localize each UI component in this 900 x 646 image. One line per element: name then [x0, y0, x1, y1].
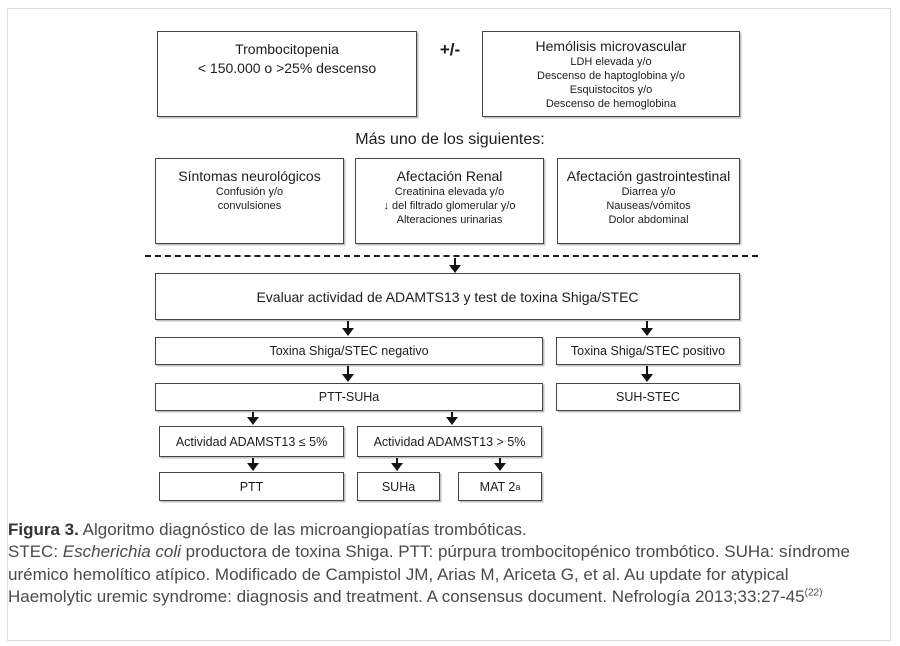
box-gastrointestinal-involvement: Afectación gastrointestinal Diarrea y/o …	[557, 158, 740, 244]
figure-frame	[7, 8, 891, 641]
box-line: Alteraciones urinarias	[396, 214, 503, 226]
flow-arrow-down-icon	[641, 321, 653, 336]
box-line: ↓ del filtrado glomerular y/o	[383, 200, 516, 212]
box-ptt-suha: PTT-SUHa	[155, 383, 543, 411]
box-line: < 150.000 o >25% descenso	[197, 60, 377, 76]
caption-desc-italic: Escherichia coli	[62, 542, 181, 562]
box-line: convulsiones	[217, 200, 282, 212]
box-title: Hemólisis microvascular	[535, 38, 687, 54]
figure-caption: Figura 3. Algoritmo diagnóstico de las m…	[8, 519, 853, 609]
flow-arrow-down-icon	[247, 412, 259, 425]
box-suh-stec: SUH-STEC	[556, 383, 740, 411]
flow-arrow-down-icon	[247, 458, 259, 471]
box-renal-involvement: Afectación Renal Creatinina elevada y/o …	[355, 158, 544, 244]
caption-title-line: Figura 3. Algoritmo diagnóstico de las m…	[8, 519, 853, 541]
flow-arrow-down-icon	[494, 458, 506, 471]
box-line: Dolor abdominal	[608, 214, 689, 226]
box-hemolysis: Hemólisis microvascular LDH elevada y/o …	[482, 31, 740, 117]
box-adamts13-low: Actividad ADAMST13 ≤ 5%	[159, 426, 344, 457]
caption-reference-superscript: (22)	[804, 587, 823, 599]
box-label: MAT 2	[479, 479, 516, 494]
caption-description: STEC: Escherichia coli productora de tox…	[8, 541, 853, 608]
box-line: LDH elevada y/o	[570, 56, 652, 68]
flow-arrow-down-icon	[342, 321, 354, 336]
plus-one-of-following-label: Más uno de los siguientes:	[355, 131, 545, 148]
box-line: Confusión y/o	[215, 186, 284, 198]
flow-arrow-down-icon	[446, 412, 458, 425]
caption-desc-start: STEC:	[8, 542, 63, 562]
box-thrombocytopenia: Trombocitopenia < 150.000 o >25% descens…	[157, 31, 417, 117]
dashed-separator	[145, 255, 758, 257]
box-line: Descenso de hemoglobina	[545, 98, 677, 110]
box-title: Trombocitopenia	[235, 41, 339, 57]
figure-number-label: Figura 3.	[8, 520, 79, 539]
box-line: Creatinina elevada y/o	[394, 186, 505, 198]
caption-desc-rest: productora de toxina Shiga. PTT: púrpura…	[8, 542, 850, 607]
box-line: Diarrea y/o	[621, 186, 676, 198]
caption-title-text: Algoritmo diagnóstico de las microangiop…	[78, 520, 527, 539]
box-title: Síntomas neurológicos	[178, 168, 321, 184]
flow-arrow-down-icon	[342, 366, 354, 382]
flow-arrow-down-icon	[449, 258, 461, 273]
box-line: Esquistocitos y/o	[569, 84, 653, 96]
box-stec-positive: Toxina Shiga/STEC positivo	[556, 337, 740, 365]
box-adamts13-high: Actividad ADAMST13 > 5%	[357, 426, 542, 457]
box-ptt: PTT	[159, 472, 344, 501]
box-evaluate-adamts13: Evaluar actividad de ADAMTS13 y test de …	[155, 273, 740, 320]
plus-minus-label: +/-	[439, 40, 461, 59]
flow-arrow-down-icon	[391, 458, 403, 471]
box-title: Afectación gastrointestinal	[566, 168, 731, 184]
flow-arrow-down-icon	[641, 366, 653, 382]
box-suha: SUHa	[357, 472, 440, 501]
box-title: Afectación Renal	[396, 168, 503, 184]
box-stec-negative: Toxina Shiga/STEC negativo	[155, 337, 543, 365]
box-neurologic-symptoms: Síntomas neurológicos Confusión y/o conv…	[155, 158, 344, 244]
box-line: Descenso de haptoglobina y/o	[537, 70, 685, 82]
box-line: Nauseas/vómitos	[606, 200, 691, 212]
